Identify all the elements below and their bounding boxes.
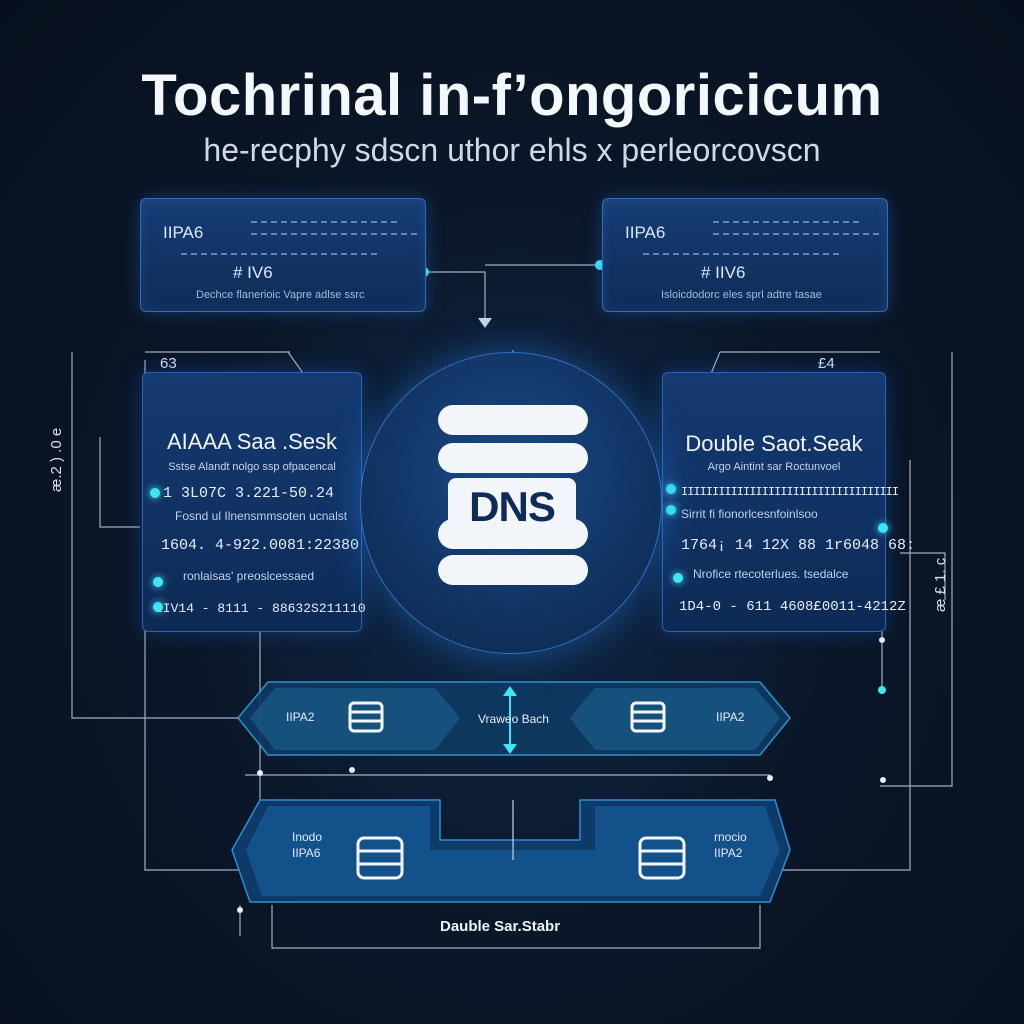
node-dot [153,602,163,612]
band-lower-left-top-label: Inodo [292,830,323,844]
right-corner-label: £4 [818,355,835,372]
node-dot [150,488,160,498]
text-placeholder [643,253,843,255]
right-dimension-label: æ £ 1. c [932,557,949,612]
node-dot [878,523,888,533]
band-upper-left-label: IIPA2 [286,710,315,724]
right-panel-note-1: Sirrit fi fionorlcesnfoinlsoo [681,507,818,521]
node-dot [666,505,676,515]
band-lower-left-label: IIPA6 [292,846,321,860]
right-panel-title: Double Saot.Seak [685,431,863,456]
left-panel-title: AIAAA Saa .Sesk [167,429,337,454]
top-card-right: IIPA6 # IIV6 Isloicdodorc eles sprl adtr… [602,198,888,312]
left-panel-note-2: ronlaisas' preoslcessaed [183,569,315,583]
bottom-caption: Dauble Sar.Stabr [440,918,561,935]
left-panel-row-3: IIV14 - 8111 - 88632S211110 [155,601,366,616]
page-title: Tochrinal in-f’ongoricicum [141,63,883,128]
text-placeholder [713,233,883,235]
top-card-left-caption: Dechce flanerioic Vapre adlse ssrc [196,289,365,301]
top-card-left-label: IIPA6 [163,223,204,242]
right-panel-row-1: IIIIIIIIIIIIIIIIIIIIIIIIIIIIIIIIIII [681,485,899,499]
right-panel-row-3: 1D4-0 - 611 4608£0011-4212Z [679,599,906,615]
left-panel: AIAAA Saa .Sesk Sstse Alandt nolgo ssp o… [142,372,366,632]
node-dot [666,484,676,494]
band-upper-right-label: IIPA2 [716,710,745,724]
left-panel-row-2: 1604. 4-922.0081:22380 [161,537,360,554]
left-panel-note-1: Fosnd ul Ilnensmmsoten ucnalst [175,509,348,523]
top-card-left-value: # IV6 [233,263,273,282]
left-dimension-label: æ.2 ) .0 e [48,427,65,492]
band-lower-right-label: IIPA2 [714,846,743,860]
left-panel-row-1: 1 3L07C 3.221-50.24 [163,485,335,502]
right-panel-subtitle: Argo Aintint sar Roctunvoel [707,461,841,473]
text-placeholder [713,221,863,223]
band-lower-right-top-label: rnocio [714,830,747,844]
top-card-right-caption: Isloicdodorc eles sprl adtre tasae [661,289,822,301]
top-card-right-label: IIPA6 [625,223,666,242]
right-panel-row-2: 1764¡ 14 12X 88 1r6048 68: [681,537,916,554]
right-panel-note-2: Nrofice rtecoterlues. tsedalce [693,567,849,581]
left-corner-label: 63 [160,355,177,372]
text-placeholder [251,233,421,235]
top-card-right-value: # IIV6 [701,263,746,282]
band-upper-center-label: Vraweo Bach [478,712,549,726]
node-dot [673,573,683,583]
top-card-left: IIPA6 # IV6 Dechce flanerioic Vapre adls… [140,198,426,312]
right-panel: Double Saot.Seak Argo Aintint sar Roctun… [662,372,915,632]
text-placeholder [181,253,381,255]
text-placeholder [251,221,401,223]
node-dot [153,577,163,587]
page-subtitle: he-recphy sdscn uthor ehls x perleorcovs… [203,132,821,168]
left-panel-subtitle: Sstse Alandt nolgo ssp ofpacencal [168,461,336,473]
dns-logo: DNS [448,478,576,536]
